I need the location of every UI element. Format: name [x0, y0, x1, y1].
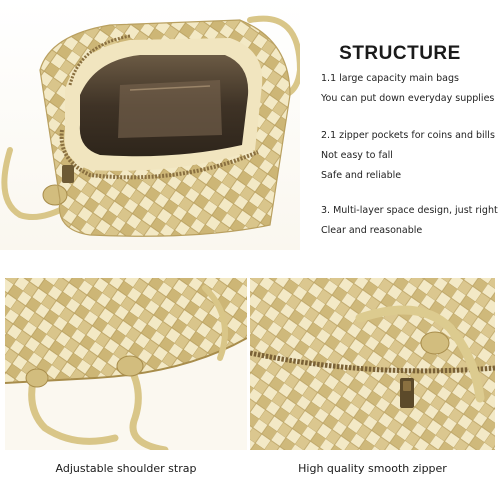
- feature-2-title: 2.1 zipper pockets for coins and bills: [321, 130, 495, 141]
- shoulder-strap-photo: [5, 278, 247, 450]
- feature-multi-layer: 3. Multi-layer space design, just right …: [321, 201, 498, 241]
- section-heading: STRUCTURE: [339, 42, 461, 64]
- zipper-detail-photo: [250, 278, 495, 450]
- feature-2-detail-2: Safe and reliable: [321, 170, 402, 181]
- zipper-caption: High quality smooth zipper: [298, 462, 447, 475]
- feature-1-detail: You can put down everyday supplies: [321, 93, 495, 104]
- feature-zipper-pockets: 2.1 zipper pockets for coins and bills N…: [321, 126, 496, 186]
- strap-caption: Adjustable shoulder strap: [55, 462, 197, 475]
- bag-interior-photo: [0, 0, 300, 250]
- feature-1-title: 1.1 large capacity main bags: [321, 73, 459, 84]
- feature-main-bags: 1.1 large capacity main bags You can put…: [321, 69, 496, 109]
- feature-3-title: 3. Multi-layer space design, just right: [321, 205, 498, 216]
- feature-2-detail-1: Not easy to fall: [321, 150, 393, 161]
- feature-3-detail: Clear and reasonable: [321, 225, 423, 236]
